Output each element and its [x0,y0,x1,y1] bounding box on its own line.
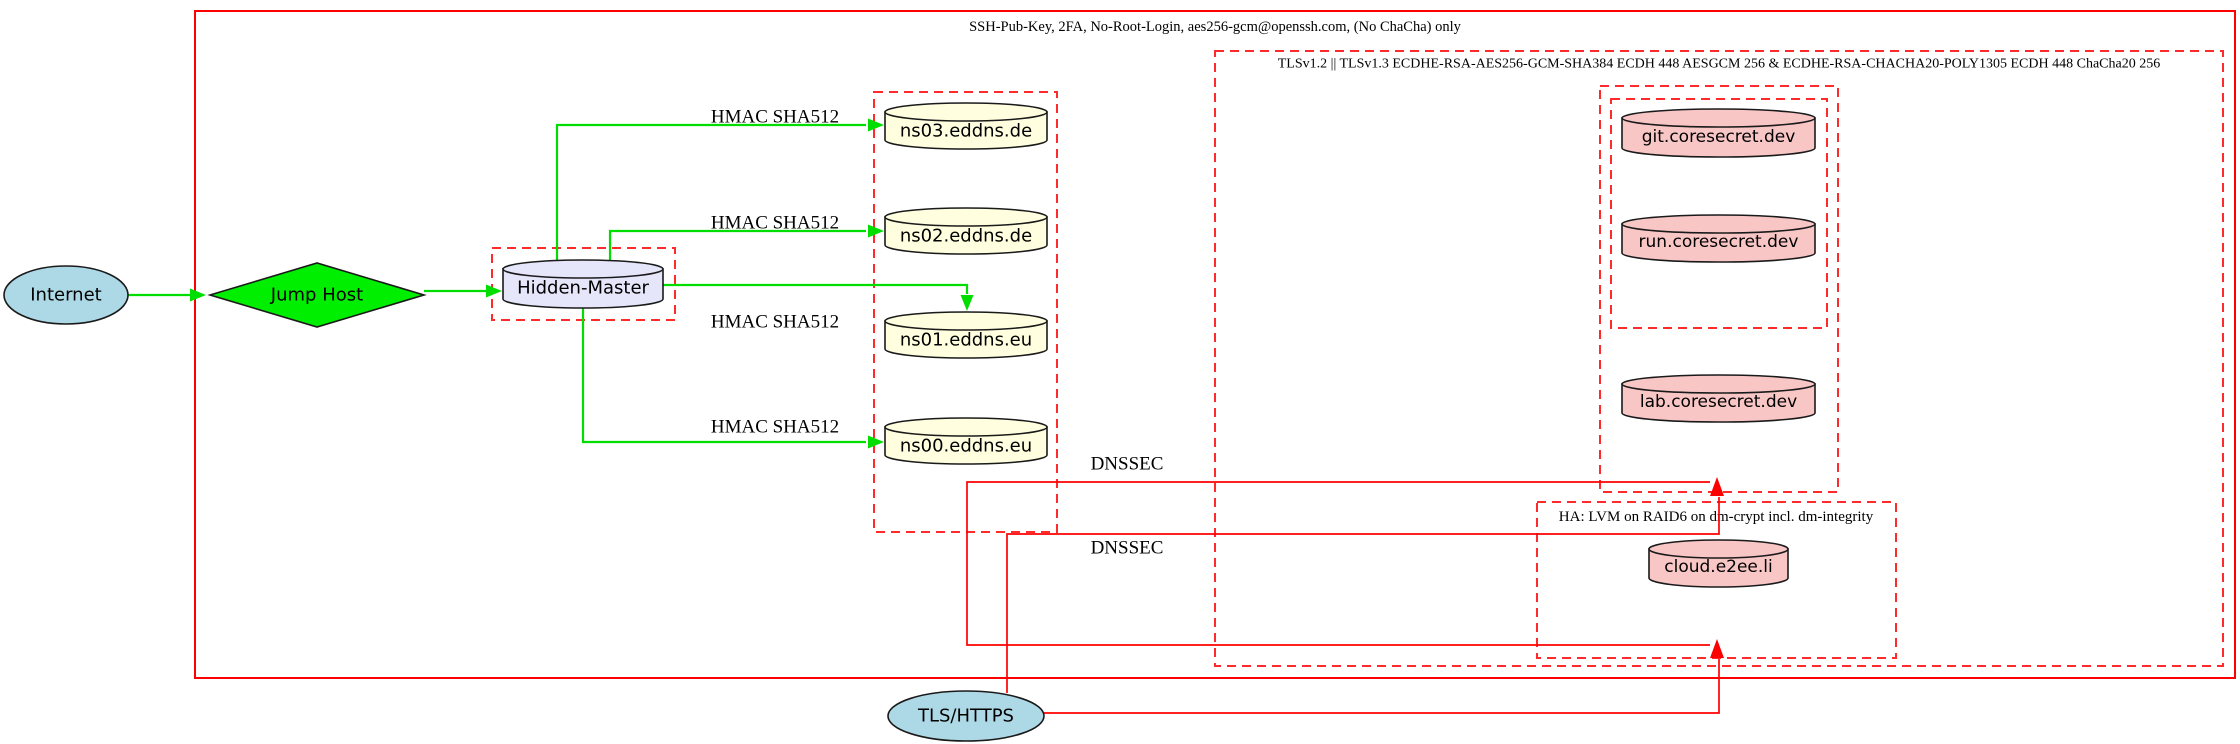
node-lab-label: lab.coresecret.dev [1640,392,1797,412]
hidden-master-cylinder-top [502,259,664,279]
node-ns03-label: ns03.eddns.de [900,121,1032,142]
edge-dnssec-lines [966,481,1710,646]
edge-hiddenmaster-to-ns00 [581,308,866,444]
internet-ellipse [3,265,129,325]
cluster-tls-label: TLSv1.2 || TLSv1.3 ECDHE-RSA-AES256-GCM-… [1278,57,2160,72]
node-jump-host-label: Jump Host [270,285,363,306]
ns00-cylinder-body [884,426,1048,465]
green-arrowhead-ns00-icon [868,435,884,449]
cluster-ssh-box [194,10,2236,679]
green-arrowheads [190,118,974,449]
node-ns01-label: ns01.eddns.eu [900,330,1032,351]
node-tls-https-label: TLS/HTTPS [917,706,1014,727]
cluster-ha-label: HA: LVM on RAID6 on dm-crypt incl. dm-in… [1559,509,1874,525]
node-cloud-label: cloud.e2ee.li [1664,557,1772,577]
node-hidden-master: Hidden-Master [502,259,664,309]
node-git-label: git.coresecret.dev [1642,127,1796,147]
edge-label-hmac-ns03: HMAC SHA512 [711,107,839,128]
red-edges [966,481,1720,714]
run-cylinder-body [1621,223,1816,263]
node-tls-https: TLS/HTTPS [887,690,1045,742]
edge-hiddenmaster-to-ns03 [555,123,866,262]
edge-label-dnssec-2: DNSSEC [1091,538,1164,559]
node-run-label: run.coresecret.dev [1639,232,1799,252]
git-cylinder-top [1621,108,1816,128]
node-internet: Internet [3,265,129,325]
green-arrowhead-ns03-icon [868,118,884,132]
node-git: git.coresecret.dev [1621,108,1816,158]
node-cloud: cloud.e2ee.li [1648,539,1789,588]
edge-label-hmac-ns00: HMAC SHA512 [711,417,839,438]
node-ns00: ns00.eddns.eu [884,417,1048,465]
cluster-coresecret-inner-box [1610,98,1828,329]
node-ns02: ns02.eddns.de [884,207,1048,255]
node-run: run.coresecret.dev [1621,214,1816,263]
edge-label-hmac-ns01: HMAC SHA512 [711,312,839,333]
lab-cylinder-body [1621,383,1816,423]
hidden-master-cylinder-body [502,268,664,309]
node-ns00-label: ns00.eddns.eu [900,436,1032,457]
node-jump-host: Jump Host [207,262,427,328]
jump-host-diamond [207,262,427,328]
edge-label-dnssec-1: DNSSEC [1091,454,1164,475]
cluster-coresecret-outer-box [1599,85,1839,493]
green-arrowhead-hiddenmaster-icon [486,284,502,298]
lab-cylinder-top [1621,374,1816,394]
cloud-cylinder-top [1648,539,1789,559]
cluster-ssh-label: SSH-Pub-Key, 2FA, No-Root-Login, aes256-… [969,19,1462,35]
edge-hiddenmaster-to-ns01 [663,283,969,294]
node-lab: lab.coresecret.dev [1621,374,1816,423]
edge-tls-to-ha [1040,659,1720,714]
ns00-cylinder-top [884,417,1048,437]
red-arrowhead-up-ha-icon [1710,639,1724,658]
ns03-cylinder-top [884,102,1048,122]
ns03-cylinder-body [884,111,1048,150]
red-arrowhead-up-coresecret-icon [1710,477,1724,496]
ns01-cylinder-top [884,311,1048,331]
green-arrowhead-jumphost-icon [190,288,206,302]
ns02-cylinder-top [884,207,1048,227]
edge-label-hmac-ns02: HMAC SHA512 [711,213,839,234]
run-cylinder-top [1621,214,1816,234]
tls-https-ellipse [887,690,1045,742]
node-ns03: ns03.eddns.de [884,102,1048,150]
node-hidden-master-label: Hidden-Master [517,278,649,299]
ns02-cylinder-body [884,216,1048,255]
node-ns02-label: ns02.eddns.de [900,226,1032,247]
edge-tls-to-coresecret [1006,497,1720,693]
cluster-nameservers-box [873,91,1058,533]
green-arrowhead-ns02-icon [868,224,884,238]
green-arrowhead-ns01-icon [960,295,974,311]
node-ns01: ns01.eddns.eu [884,311,1048,359]
green-edges [128,123,969,444]
git-cylinder-body [1621,117,1816,158]
edge-hiddenmaster-to-ns02 [608,229,866,262]
node-internet-label: Internet [30,285,101,306]
cloud-cylinder-body [1648,548,1789,588]
cluster-tls-box [1214,50,2224,667]
edge-labels: HMAC SHA512 HMAC SHA512 HMAC SHA512 HMAC… [711,107,1164,559]
ns01-cylinder-body [884,320,1048,359]
